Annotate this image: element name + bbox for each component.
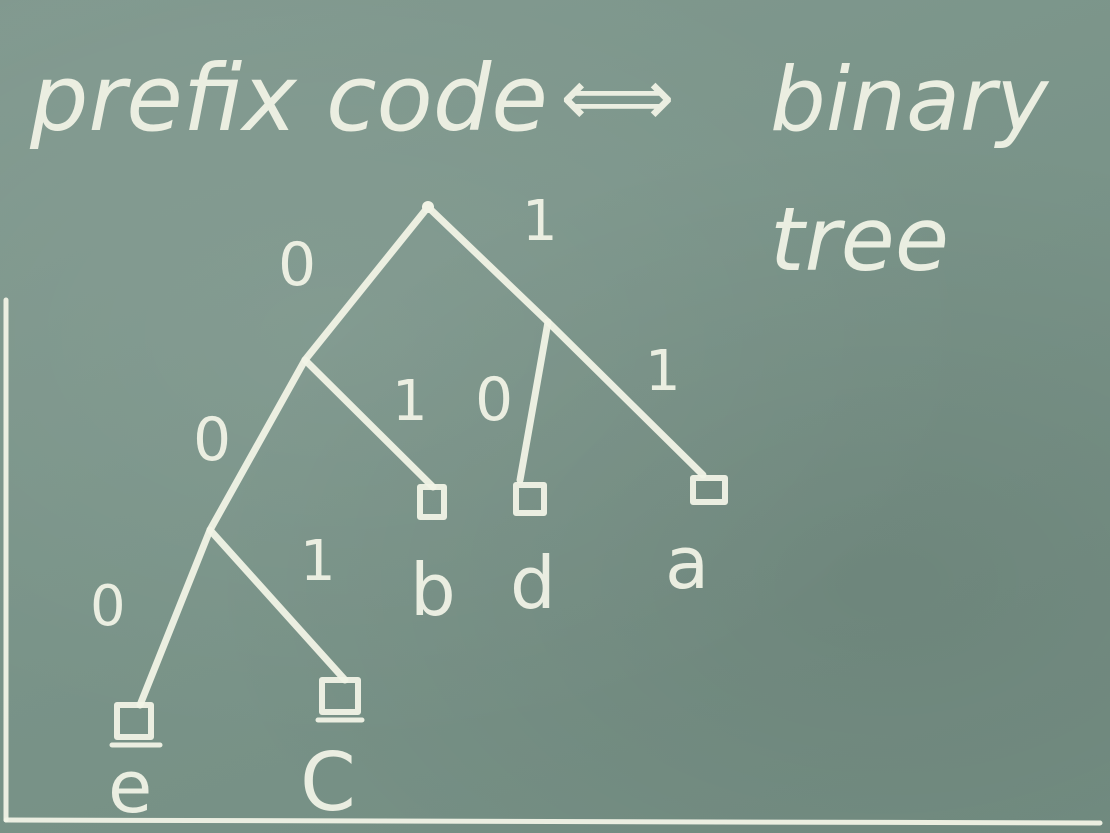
leaf-label-c: C — [300, 736, 356, 829]
edge-label-n3-left: 0 — [475, 365, 513, 435]
leaf-label-b: b — [410, 548, 456, 632]
tree-edge-n3-right — [544, 318, 707, 479]
heading-prefix-code: prefix code — [29, 45, 548, 152]
tree-edge-n2-right — [206, 526, 349, 684]
tree-edge-n1-left — [206, 356, 309, 534]
edge-label-root-right: 1 — [522, 189, 558, 254]
tree-root-node — [422, 201, 434, 213]
edge-label-root-left: 0 — [278, 230, 316, 300]
tree-edge-root-right — [424, 203, 552, 326]
leaf-box-a — [690, 475, 728, 505]
tree-edge-root-left — [301, 203, 432, 364]
edge-label-n3-right: 1 — [645, 339, 681, 404]
heading-tree: tree — [770, 188, 949, 291]
leaf-box-d — [513, 482, 547, 516]
tree-edge-n3-left — [516, 318, 552, 484]
leaf-label-a: a — [665, 521, 709, 605]
board-bottom-edge — [3, 817, 1103, 826]
equivalence-arrow-icon: ⟺ — [560, 51, 675, 144]
heading-binary: binary — [770, 48, 1050, 151]
edge-label-n1-right: 1 — [392, 369, 428, 434]
tree-edge-n2-left — [136, 526, 214, 709]
leaf-box-b — [417, 484, 447, 520]
tree-edge-n1-right — [301, 356, 437, 491]
leaf-label-e: e — [108, 745, 152, 829]
edge-label-n1-left: 0 — [193, 405, 231, 475]
leaf-label-d: d — [510, 541, 556, 625]
edge-label-n2-right: 1 — [300, 529, 336, 594]
leaf-box-e — [114, 702, 154, 740]
leaf-box-c — [319, 677, 361, 715]
edge-label-n2-left: 0 — [90, 574, 126, 639]
